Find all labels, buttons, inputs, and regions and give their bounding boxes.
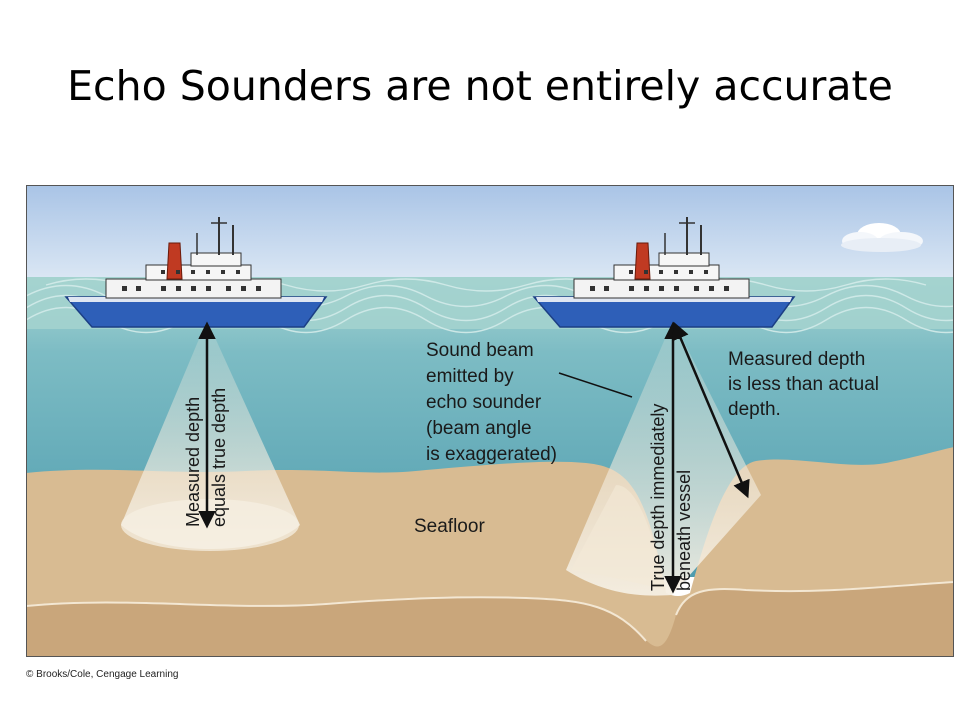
seafloor-line (26, 596, 647, 642)
ship-left (64, 217, 328, 328)
label-measured-depth: Measured depth (183, 397, 203, 527)
echo-sounder-diagram: Measured depth equals true depth Sound b… (26, 185, 954, 657)
ship-right (532, 217, 796, 328)
label-equals-true-depth: equals true depth (209, 388, 229, 527)
measured-less-label: Measured depth is less than actual depth… (728, 349, 879, 420)
label-measured-line-2: is less than actual (728, 374, 879, 395)
beam-label-leader (558, 372, 633, 398)
credit-line: © Brooks/Cole, Cengage Learning (26, 669, 179, 680)
label-measured-line-3: depth. (728, 399, 781, 420)
label-beam-line-1: Sound beam (426, 340, 534, 361)
label-true-depth: True depth immediately (648, 404, 668, 591)
label-beam-line-2: emitted by (426, 366, 514, 387)
label-beam-line-5: is exaggerated) (426, 444, 557, 465)
label-measured-line-1: Measured depth (728, 349, 865, 370)
cloud-icon (841, 223, 923, 252)
seafloor-lower (26, 581, 954, 657)
right-measured-depth-arrow (672, 321, 750, 499)
label-beam-line-3: echo sounder (426, 392, 542, 413)
label-seafloor: Seafloor (414, 516, 485, 537)
slide-title: Echo Sounders are not entirely accurate (67, 62, 893, 110)
left-vertical-label: Measured depth equals true depth (183, 388, 229, 527)
diagram-frame (26, 185, 954, 657)
label-beneath-vessel: beneath vessel (674, 470, 694, 591)
beam-label: Sound beam emitted by echo sounder (beam… (426, 340, 557, 465)
label-beam-line-4: (beam angle (426, 418, 532, 439)
right-vertical-label: True depth immediately beneath vessel (648, 404, 694, 591)
